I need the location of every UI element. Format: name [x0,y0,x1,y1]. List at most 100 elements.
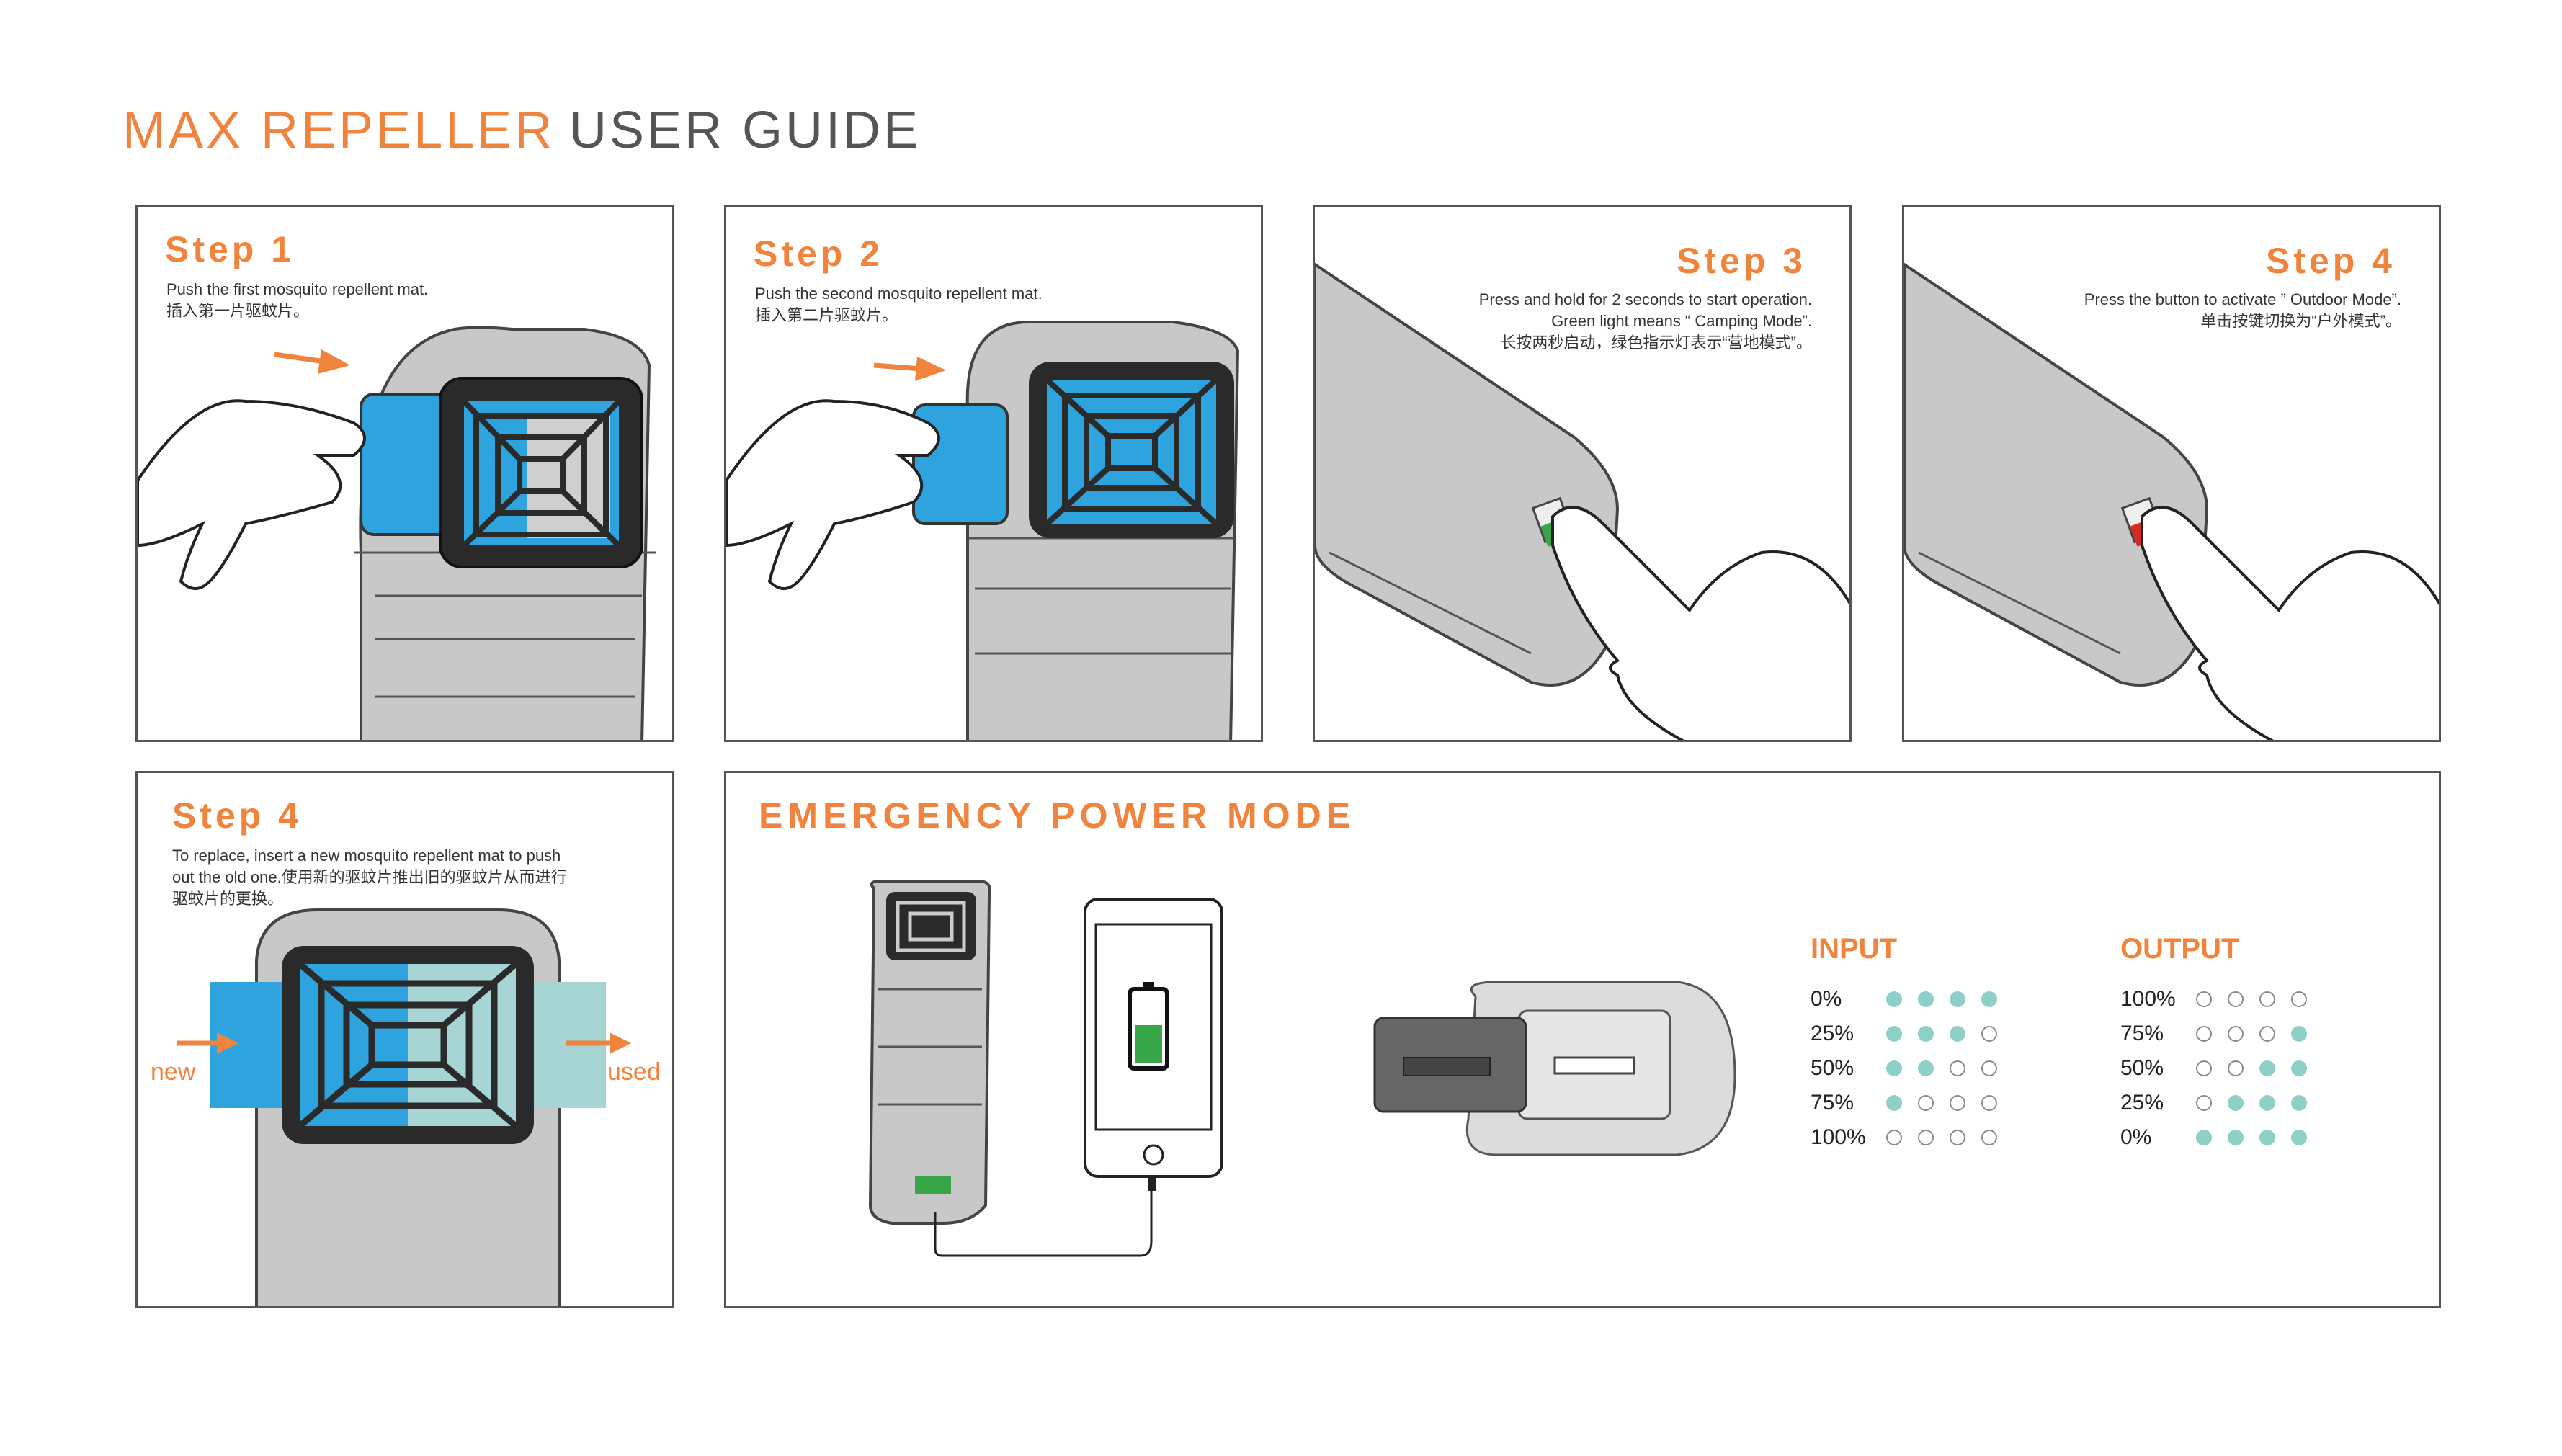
input-indicator-dot [1886,1095,1902,1111]
step-4-text: Press the button to activate ” Outdoor M… [2084,289,2401,332]
output-row: 0% [2120,1120,2323,1155]
step-3-text-en: Press and hold for 2 seconds to start op… [1478,290,1812,308]
step-3-heading: Step 3 [1676,241,1806,281]
output-level-label: 25% [2120,1091,2164,1115]
output-title: OUTPUT [2120,933,2239,965]
output-level-label: 100% [2120,987,2176,1011]
step-5-heading: Step 4 [172,795,303,836]
step-5-text: To replace, insert a new mosquito repell… [172,845,567,910]
input-level-label: 100% [1811,1125,1866,1149]
insert-arrow-icon [274,349,350,374]
output-indicator-dot [2228,1095,2244,1111]
step-5-illustration [177,908,631,1306]
output-indicator-dot [2196,991,2212,1007]
input-level-label: 25% [1811,1022,1854,1045]
label-used: used [607,1058,661,1086]
input-indicator-dot [1981,1095,1997,1111]
input-indicator-dot [1981,1130,1997,1145]
step-2-illustration [726,321,1240,740]
input-indicator-dot [1981,1026,1997,1042]
output-level-label: 75% [2120,1022,2164,1045]
input-indicator-dot [1918,1060,1934,1076]
step-1-illustration [138,326,656,740]
input-row: 75% [1811,1086,2013,1120]
step-2-text-en: Push the second mosquito repellent mat. [755,285,1043,303]
step-5-text-line2: out the old one.使用新的驱蚊片推出旧的驱蚊片从而进行 [172,868,567,886]
brand-title: MAX REPELLER [122,102,555,159]
new-arrow-icon [177,1032,238,1054]
step-3-panel: Step 3 Press and hold for 2 seconds to s… [1313,205,1852,742]
input-indicator-dot [1981,991,1997,1007]
output-indicator-dot [2228,1026,2244,1042]
device-bottom-view [1373,981,1736,1156]
step-4-illustration [1904,262,2439,740]
input-indicator-dot [1981,1060,1997,1076]
input-indicator-dot [1950,1026,1965,1042]
step-5-text-line3: 驱蚊片的更换。 [172,890,284,908]
insert-arrow-icon [873,357,946,381]
step-3-illustration [1315,262,1849,740]
input-row: 25% [1811,1017,2013,1051]
output-indicator-dot [2291,1060,2307,1076]
output-row: 25% [2120,1086,2323,1120]
step-2-text: Push the second mosquito repellent mat. … [755,283,1043,326]
step-5-text-line1: To replace, insert a new mosquito repell… [172,847,561,865]
output-indicator-dot [2291,991,2307,1007]
output-indicator-dot [2259,1095,2275,1111]
input-indicator-dot [1918,991,1934,1007]
output-indicator-dot [2228,991,2244,1007]
output-indicator-dot [2259,1130,2275,1145]
input-indicator-dot [1886,1026,1902,1042]
label-new: new [151,1058,196,1086]
step-3-text: Press and hold for 2 seconds to start op… [1479,289,1812,354]
output-indicator-dot [2291,1026,2307,1042]
step-1-text-cn: 插入第一片驱蚊片。 [166,302,310,320]
step-2-text-cn: 插入第二片驱蚊片。 [755,306,898,324]
output-indicator-dot [2259,991,2275,1007]
phone-icon [1084,898,1223,1191]
input-title: INPUT [1811,933,1897,965]
output-indicator-dot [2259,1060,2275,1076]
input-row: 0% [1811,982,2013,1017]
output-indicator-dot [2291,1130,2307,1145]
output-indicator-dot [2196,1130,2212,1145]
input-row: 100% [1811,1120,2013,1155]
input-level-label: 50% [1811,1056,1854,1080]
step-4-text-en: Press the button to activate ” Outdoor M… [2084,290,2401,308]
output-row: 75% [2120,1017,2323,1051]
output-indicator-dot [2228,1130,2244,1145]
emergency-illustration [868,880,1736,1257]
input-indicator-dot [1918,1130,1934,1145]
step-1-heading: Step 1 [165,229,295,269]
step-3-text-en-2: Green light means “ Camping Mode”. [1551,312,1812,330]
output-level-label: 50% [2120,1056,2164,1080]
step-3-text-cn: 长按两秒启动，绿色指示灯表示“营地模式”。 [1500,334,1812,352]
input-indicator-dot [1886,1060,1902,1076]
input-row: 50% [1811,1051,2013,1086]
input-indicator-dot [1886,1130,1902,1145]
guide-title: USER GUIDE [569,102,921,159]
output-row: 50% [2120,1051,2323,1086]
input-indicator-dot [1886,991,1902,1007]
input-indicator-dot [1950,991,1965,1007]
step-2-panel: Step 2 Push the second mosquito repellen… [724,205,1263,742]
used-arrow-icon [566,1032,631,1054]
input-indicator-dot [1918,1026,1934,1042]
output-indicator-dot [2228,1060,2244,1076]
input-indicator-dot [1950,1130,1965,1145]
step-2-heading: Step 2 [754,233,884,274]
input-level-label: 75% [1811,1091,1854,1115]
output-indicator-dot [2196,1026,2212,1042]
step-4-text-cn: 单击按键切换为“户外模式”。 [2200,312,2401,330]
step-4-panel: Step 4 Press the button to activate ” Ou… [1902,205,2441,742]
step-1-text: Push the first mosquito repellent mat. 插… [166,279,428,322]
step-4-heading: Step 4 [2265,241,2396,281]
input-indicator-dot [1950,1060,1965,1076]
output-indicator-dot [2259,1026,2275,1042]
input-level-label: 0% [1811,987,1842,1011]
output-indicator-dot [2196,1060,2212,1076]
output-indicator-dot [2291,1095,2307,1111]
repeller-device [868,880,1153,1257]
output-indicator-dot [2196,1095,2212,1111]
output-row: 100% [2120,982,2323,1017]
